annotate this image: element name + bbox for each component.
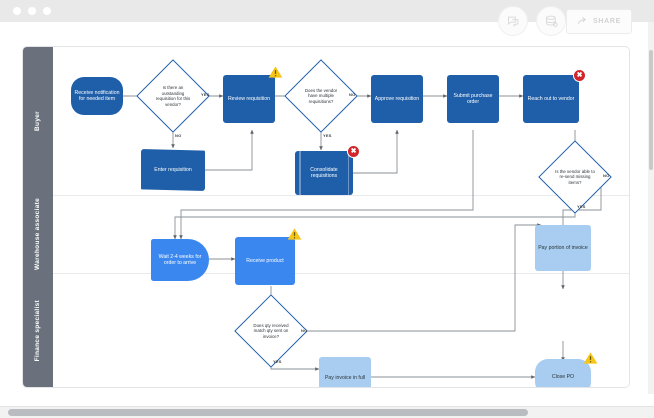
- node-receive-product[interactable]: Receive product: [235, 237, 295, 285]
- close-dot[interactable]: [13, 7, 21, 15]
- swimlane-label-finance: Finance specialist: [33, 300, 41, 362]
- lane-divider-2: [53, 273, 629, 274]
- node-consolidate-requisitions[interactable]: Consolidate requisitions: [295, 151, 353, 195]
- node-label: Approve requisition: [374, 95, 420, 102]
- edge-label-no-approve: NO: [349, 92, 356, 97]
- share-arrow-icon: [577, 17, 586, 24]
- error-icon[interactable]: ✖: [573, 69, 586, 82]
- edge-label-yes-review: YES: [201, 92, 210, 97]
- share-label: SHARE: [592, 18, 621, 25]
- node-label: Review requisition: [227, 95, 271, 102]
- swimlane-header-buyer[interactable]: Buyer: [23, 47, 53, 195]
- database-icon[interactable]: [536, 6, 566, 36]
- swimlane-header-finance[interactable]: Finance specialist: [23, 273, 53, 387]
- node-label: Receive notification for needed item: [74, 89, 120, 102]
- node-review-requisition[interactable]: Review requisition: [223, 75, 275, 123]
- node-label: Consolidate requisitions: [310, 166, 338, 179]
- swimlane-label-warehouse: Warehouse associate: [33, 198, 41, 270]
- node-label: Wait 2-4 weeks for order to arrive: [158, 253, 202, 266]
- node-label: Close PO: [551, 373, 575, 380]
- node-label: Does the vendor have multiple requisitio…: [304, 87, 338, 104]
- node-label: Enter requisition: [154, 166, 192, 173]
- lane-divider-1: [53, 195, 629, 196]
- vertical-scroll-thumb[interactable]: [649, 50, 653, 170]
- swimlane-label-buyer: Buyer: [33, 111, 41, 131]
- node-label: Receive product: [246, 257, 284, 264]
- edge-label-no-pay-portion-2: NO: [301, 328, 308, 333]
- node-qty-match-decision[interactable]: Does qty received match qty sent on invo…: [234, 294, 308, 368]
- swimlane-header-warehouse[interactable]: Warehouse associate: [23, 195, 53, 273]
- node-reach-out-to-vendor[interactable]: Reach out to vendor: [523, 75, 579, 123]
- edge-label-yes-consolidate: YES: [323, 133, 332, 138]
- edge-label-yes-wait: YES: [577, 204, 586, 209]
- vertical-scrollbar[interactable]: [648, 22, 654, 394]
- node-approve-requisition[interactable]: Approve requisition: [371, 75, 423, 123]
- edge-label-no-enter: NO: [175, 133, 182, 138]
- node-enter-requisition[interactable]: Enter requisition: [141, 149, 205, 191]
- node-outstanding-requisition-decision[interactable]: Is there an outstanding requisition for …: [136, 59, 210, 133]
- share-button[interactable]: SHARE: [565, 9, 632, 34]
- diagram-canvas[interactable]: Buyer Warehouse associate Finance specia…: [22, 46, 630, 388]
- comment-icon[interactable]: [498, 6, 528, 36]
- node-label: Is there an outstanding requisition for …: [155, 85, 191, 107]
- horizontal-scrollbar[interactable]: [0, 406, 654, 418]
- node-close-po[interactable]: Close PO: [535, 359, 591, 387]
- edge-label-yes-pay-full: YES: [273, 359, 282, 364]
- node-label: Pay portion of invoice: [538, 244, 588, 251]
- node-label: Does qty received match qty sent on invo…: [253, 322, 289, 339]
- node-receive-notification[interactable]: Receive notification for needed item: [71, 77, 123, 115]
- top-toolbar: [498, 6, 566, 36]
- node-label: Is the vendor able to re-send missing it…: [555, 168, 595, 185]
- node-label: Reach out to vendor: [527, 95, 575, 102]
- horizontal-scroll-thumb[interactable]: [8, 409, 528, 416]
- node-vendor-resend-decision[interactable]: Is the vendor able to re-send missing it…: [538, 140, 612, 214]
- node-label: Submit purchase order: [453, 92, 493, 105]
- node-label: Pay invoice in full: [324, 374, 366, 381]
- node-pay-portion-of-invoice[interactable]: Pay portion of invoice: [535, 225, 591, 271]
- window-titlebar: [0, 0, 654, 22]
- node-multiple-requisitions-decision[interactable]: Does the vendor have multiple requisitio…: [284, 59, 358, 133]
- window-controls[interactable]: [13, 7, 51, 15]
- maximize-dot[interactable]: [43, 7, 51, 15]
- node-submit-purchase-order[interactable]: Submit purchase order: [447, 75, 499, 123]
- error-icon[interactable]: ✖: [347, 145, 360, 158]
- edge-label-no-pay-portion: NO: [603, 173, 610, 178]
- minimize-dot[interactable]: [28, 7, 36, 15]
- node-pay-invoice-in-full[interactable]: Pay invoice in full: [319, 357, 371, 387]
- node-wait-for-order[interactable]: Wait 2-4 weeks for order to arrive: [151, 239, 209, 281]
